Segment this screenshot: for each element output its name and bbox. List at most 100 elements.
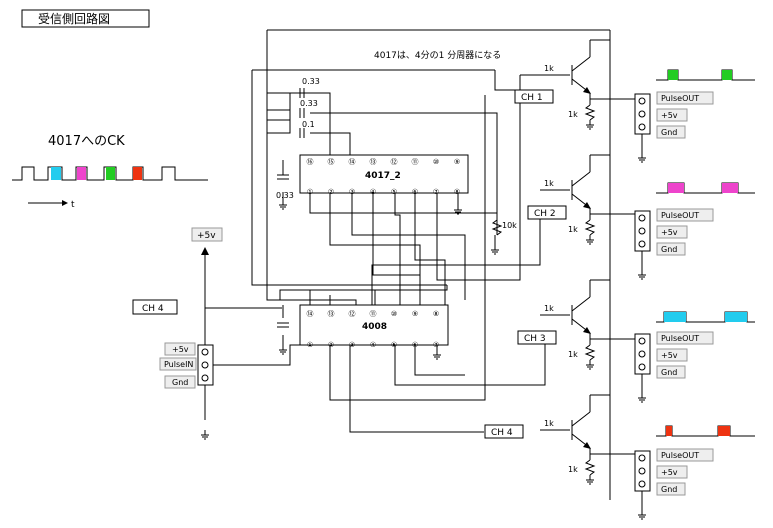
ch4-base-resistor: 1k: [544, 419, 554, 428]
ch4-input-box: [132, 299, 178, 315]
ch2-pulse-1: [668, 183, 684, 193]
ch2-emitter-ground: [586, 235, 594, 245]
ch3-connector-ground: [638, 393, 646, 403]
cap-c3-value: 0.1: [302, 120, 315, 129]
chip-4017-top-pin-6: ⑪: [412, 158, 419, 166]
input-vcc-box: [164, 342, 196, 356]
wiring: [204, 29, 611, 500]
ch1-emitter-resistor: [584, 104, 596, 121]
ch4-out-label-3: Gnd: [661, 485, 677, 494]
cap-c5: [277, 322, 289, 328]
input-pin-3: [201, 374, 209, 382]
ch2-out-label-2: +5v: [661, 228, 678, 237]
ch2-out-box-3: [656, 242, 686, 256]
time-label: t: [71, 200, 75, 210]
ch3-emitter-value: 1k: [568, 350, 578, 359]
ch3-out-box-2: [656, 348, 688, 362]
cap-c3: [299, 128, 305, 138]
cap-c1: [299, 88, 305, 98]
ch2-out-label-1: PulseOUT: [661, 211, 699, 220]
cap-c2: [299, 108, 305, 118]
ch1-emitter-ground: [586, 120, 594, 130]
ch3-label: CH 3: [524, 334, 546, 344]
chip-4008-bottom-pin-3: ③: [349, 341, 355, 349]
chip-4017-top-pin-4: ⑬: [370, 158, 377, 166]
ch3-pulse-1: [664, 312, 686, 322]
ch2-emitter-resistor: [584, 219, 596, 236]
ch3-out-label-3: Gnd: [661, 368, 677, 377]
vplus-label: +5v: [197, 231, 216, 241]
ground-3: [491, 245, 499, 255]
ch4-out-box-3: [656, 482, 686, 496]
ground-5: [279, 345, 287, 355]
resistor-10k: [491, 219, 503, 236]
chip-4017-top-pin-5: ⑫: [391, 158, 398, 166]
clock-pulse-cyan: [51, 167, 61, 180]
ch2-label-box: [527, 205, 567, 220]
ch3-out-box-3: [656, 365, 686, 379]
ch4-input-label: CH 4: [142, 304, 164, 314]
ch1-base-resistor: 1k: [544, 64, 554, 73]
ch1-connector-ground: [638, 153, 646, 163]
vplus-label-box: [191, 227, 223, 242]
ch4-out-label-2: +5v: [661, 468, 678, 477]
ch1-label: CH 1: [521, 93, 543, 103]
chip-4008-bottom-pin-4: ④: [370, 341, 376, 349]
clock-label: 4017へのCK: [48, 134, 125, 149]
chip-4008-top-pin-6: ⑨: [412, 310, 418, 318]
chip-4017-bottom-pin-6: ⑥: [412, 188, 418, 196]
ch4-emitter-resistor: [584, 459, 596, 476]
ch2-base-resistor: 1k: [544, 179, 554, 188]
ch2-out-box-2: [656, 225, 688, 239]
chip-4017-bottom-pin-5: ⑤: [391, 188, 397, 196]
ch3-out-label-2: +5v: [661, 351, 678, 360]
ch4-connector-ground: [638, 510, 646, 520]
ch4-emitter-ground: [586, 475, 594, 485]
ch4-out-box-1: [656, 448, 714, 462]
chip-4017-top-pin-2: ⑮: [328, 158, 335, 166]
ch1-connector: [634, 93, 651, 135]
chip-4017-bottom-pin-8: ⑧: [454, 188, 460, 196]
ch4-out-label-1: PulseOUT: [661, 451, 699, 460]
ch4-pulse-1: [666, 426, 672, 436]
ch3-emitter-ground: [586, 360, 594, 370]
input-pulse-box: [159, 357, 197, 371]
ch2-out-box-1: [656, 208, 714, 222]
ch1-emitter-value: 1k: [568, 110, 578, 119]
input-connector: [197, 344, 214, 386]
input-gnd-box: [164, 375, 196, 389]
cap-c4: [277, 174, 289, 180]
chip-4008-bottom-pin-5: ⑤: [391, 341, 397, 349]
vplus-arrow: [201, 247, 209, 255]
chip-4017-top-pin-7: ⑩: [433, 158, 439, 166]
ground-symbols: [201, 200, 499, 440]
chip-4008-top-pin-1: ⑭: [307, 310, 314, 318]
ch1-label-box: [514, 89, 554, 104]
ch3-label-box: [517, 330, 557, 345]
ch2-connector-ground: [638, 270, 646, 280]
chip-4008-bottom-pin-2: ②: [328, 341, 334, 349]
chip-4017-bottom-pin-7: ⑦: [433, 188, 439, 196]
ch4-label-box: [484, 424, 524, 439]
ch4-pulse-2: [718, 426, 730, 436]
divider-note: 4017は、4分の1 分周器になる: [374, 50, 501, 61]
ch2-connector: [634, 210, 651, 252]
clock-pulse-red: [133, 167, 142, 180]
chip-4017-bottom-pin-2: ②: [328, 188, 334, 196]
clock-waveform: [12, 166, 208, 181]
cap-c1-value: 0.33: [302, 77, 320, 86]
cap-c2-value: 0.33: [300, 99, 318, 108]
ch2-pulse-2: [722, 183, 738, 193]
input-gnd-label: Gnd: [172, 378, 188, 387]
chip-4008-top-pin-3: ⑫: [349, 310, 356, 318]
title-text: 受信側回路図: [38, 11, 110, 26]
ch2-out-label-3: Gnd: [661, 245, 677, 254]
ch1-out-box-1: [656, 91, 714, 105]
chip-4008-bottom-pin-7: ⑦: [433, 341, 439, 349]
